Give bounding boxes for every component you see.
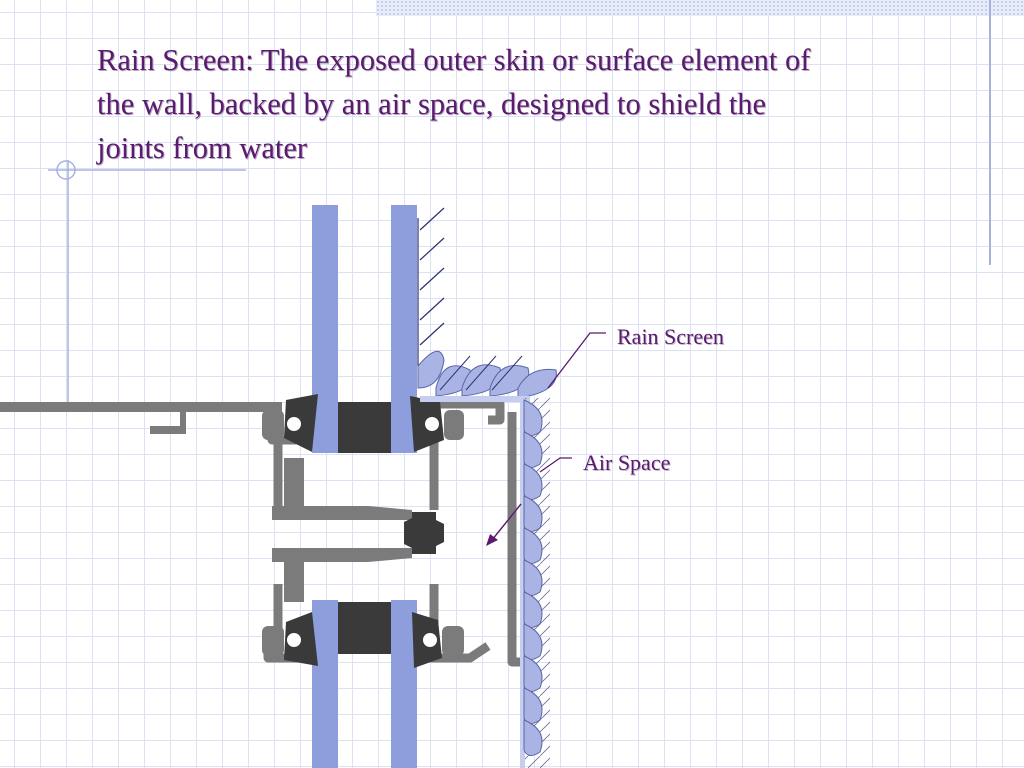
exterior-wall-hatching bbox=[417, 207, 445, 366]
rain-screen-panel bbox=[520, 398, 550, 768]
rain-screen-head-cladding bbox=[417, 350, 557, 402]
upper-spacer-block bbox=[338, 402, 391, 453]
gasket-upper-left bbox=[262, 394, 318, 452]
lower-spacer-block bbox=[338, 602, 391, 654]
air-space-callout-label: Air Space bbox=[583, 450, 671, 475]
top-decorative-band bbox=[376, 0, 1024, 16]
slide-title: Rain Screen: The exposed outer skin or s… bbox=[97, 43, 811, 165]
rain-screen-leader bbox=[547, 332, 606, 389]
rule-junction-circle bbox=[56, 160, 76, 180]
rain-screen-callout-label: Rain Screen bbox=[617, 324, 724, 349]
air-space-leader bbox=[539, 457, 572, 473]
interior-sill-member bbox=[0, 402, 282, 434]
gasket-lower-left bbox=[262, 612, 318, 666]
glass-lower-pane bbox=[312, 600, 417, 768]
gasket-lower-right bbox=[412, 612, 464, 668]
mullion-center-gasket bbox=[404, 512, 444, 554]
air-space-arrow bbox=[486, 503, 522, 546]
mullion-center-bars bbox=[272, 458, 412, 602]
gasket-upper-right bbox=[410, 396, 464, 452]
glass-upper-pane bbox=[312, 205, 417, 453]
